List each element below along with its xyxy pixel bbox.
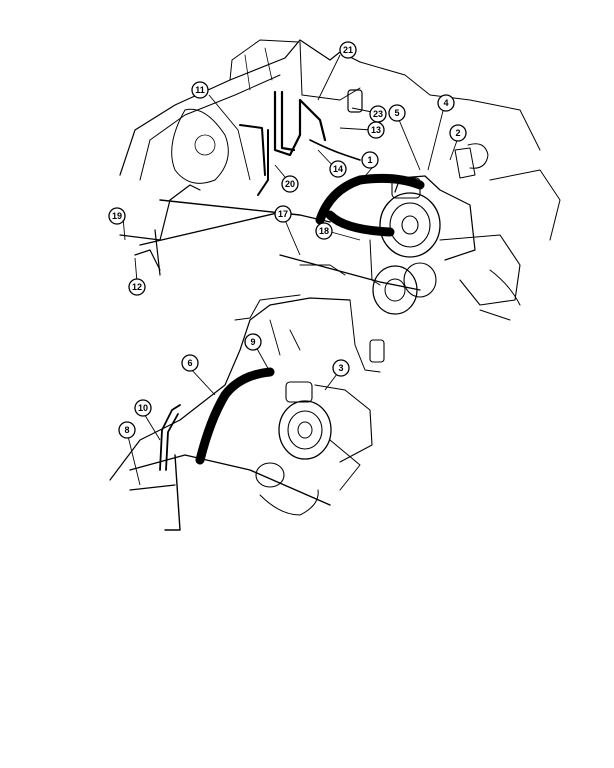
upper-view xyxy=(119,39,561,321)
callout-12-label: 12 xyxy=(132,282,142,292)
callout-19-label: 19 xyxy=(112,211,122,221)
callout-23: 23 xyxy=(369,105,387,123)
callout-1-label: 1 xyxy=(367,155,372,165)
callout-6-label: 6 xyxy=(187,358,192,368)
callout-20-label: 20 xyxy=(285,179,295,189)
callout-13-label: 13 xyxy=(371,125,381,135)
callout-3: 3 xyxy=(332,359,350,377)
callout-11: 11 xyxy=(191,81,209,99)
callout-14-label: 14 xyxy=(333,164,343,174)
callout-8-label: 8 xyxy=(124,425,129,435)
callout-9-label: 9 xyxy=(250,337,255,347)
callout-11-label: 11 xyxy=(195,85,205,95)
callout-21: 21 xyxy=(339,41,357,59)
callout-18: 18 xyxy=(315,222,333,240)
callout-21-label: 21 xyxy=(343,45,353,55)
callout-8: 8 xyxy=(118,421,136,439)
callout-10-label: 10 xyxy=(138,403,148,413)
callout-13: 13 xyxy=(367,121,385,139)
callout-20: 20 xyxy=(281,175,299,193)
callout-3-label: 3 xyxy=(338,363,343,373)
callout-5: 5 xyxy=(388,104,406,122)
callout-1: 1 xyxy=(361,151,379,169)
callout-9: 9 xyxy=(244,333,262,351)
callout-4-label: 4 xyxy=(443,98,448,108)
callout-23-label: 23 xyxy=(373,109,383,119)
callout-17: 17 xyxy=(274,205,292,223)
callout-10: 10 xyxy=(134,399,152,417)
callout-2-label: 2 xyxy=(455,128,460,138)
callout-19: 19 xyxy=(108,207,126,225)
callout-4: 4 xyxy=(437,94,455,112)
callout-14: 14 xyxy=(329,160,347,178)
callout-18-label: 18 xyxy=(319,226,329,236)
lower-view xyxy=(109,294,385,531)
callout-5-label: 5 xyxy=(394,108,399,118)
callout-2: 2 xyxy=(449,124,467,142)
callout-17-label: 17 xyxy=(278,209,288,219)
callout-12: 12 xyxy=(128,278,146,296)
callout-6: 6 xyxy=(181,354,199,372)
